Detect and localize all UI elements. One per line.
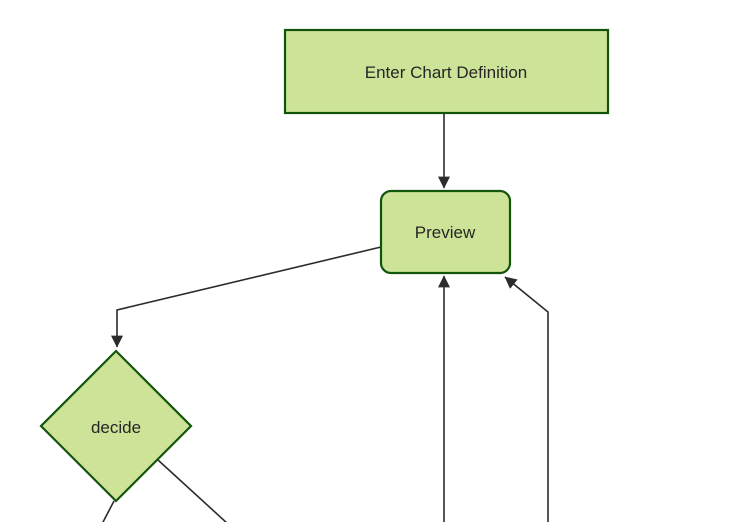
enter-chart-definition-box (283, 28, 610, 115)
node-preview: Preview (379, 189, 512, 275)
edge-decide-to-offscreen-left (102, 500, 115, 522)
node-layer: Enter Chart Definition Preview decide (39, 28, 610, 503)
preview-box (379, 189, 512, 275)
decide-diamond (39, 349, 193, 503)
node-enter-chart-definition: Enter Chart Definition (283, 28, 610, 115)
decide-label: decide (91, 418, 141, 437)
edge-decide-to-offscreen-right (157, 459, 227, 522)
preview-label: Preview (415, 223, 476, 242)
enter-chart-definition-label: Enter Chart Definition (365, 63, 528, 82)
edge-preview-to-decide (111, 246, 382, 348)
edge-layer (102, 114, 549, 522)
node-decide: decide (39, 349, 193, 503)
edge-offscreen-right-to-preview (504, 276, 549, 522)
